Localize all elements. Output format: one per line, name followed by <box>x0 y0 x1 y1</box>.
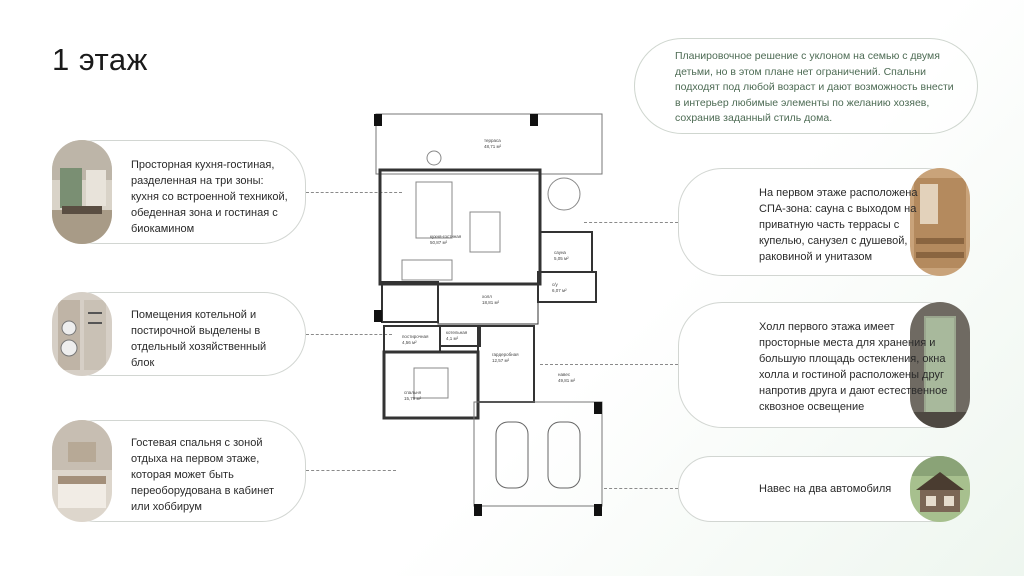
room-area-kitchen: 50,87 м² <box>430 240 448 245</box>
card-hall: Холл первого этажа имеет просторные мест… <box>678 302 970 428</box>
leader-spa <box>584 222 678 223</box>
hall-photo <box>910 302 970 428</box>
room-label-hall: холл <box>482 294 492 299</box>
room-label-sauna: сауна <box>554 250 566 255</box>
house-carport-photo <box>910 456 970 522</box>
leader-bedroom <box>306 470 396 471</box>
room-area-bedroom: 15,79 м² <box>404 396 422 401</box>
room-area-carport: 49,81 м² <box>558 378 576 383</box>
leader-hall <box>540 364 678 365</box>
room-area-laundry: 4,56 м² <box>402 340 417 345</box>
hall-text: Холл первого этажа имеет просторные мест… <box>759 321 948 413</box>
room-area-sauna: 5,05 м² <box>554 256 569 261</box>
page-title: 1 этаж <box>52 42 148 77</box>
leader-carport <box>604 488 678 489</box>
room-area-terrace: 48,71 м² <box>484 144 502 149</box>
intro-text: Планировочное решение с уклоном на семью… <box>634 38 978 134</box>
room-area-wc: 6,07 м² <box>552 288 567 293</box>
guest-bedroom-photo <box>52 420 112 522</box>
card-carport: Навес на два автомобиля <box>678 456 970 522</box>
card-guest-bedroom: Гостевая спальня с зоной отдыха на перво… <box>52 420 306 522</box>
room-label-carport: навес <box>558 372 571 377</box>
sauna-photo <box>910 168 970 276</box>
card-spa: На первом этаже расположена СПА-зона: са… <box>678 168 970 276</box>
spa-text: На первом этаже расположена СПА-зона: са… <box>759 187 918 263</box>
laundry-photo <box>52 292 112 376</box>
room-label-terrace: терраса <box>484 138 501 143</box>
laundry-text: Помещения котельной и постирочной выделе… <box>131 309 267 369</box>
leader-laundry <box>306 334 392 335</box>
room-area-hall: 18,81 м² <box>482 300 500 305</box>
room-area-wardrobe: 12,57 м² <box>492 358 510 363</box>
room-label-bedroom: спальня <box>404 390 422 395</box>
room-label-laundry: постирочная <box>402 334 429 339</box>
room-label-kitchen: кухня-гостиная <box>430 234 462 239</box>
kitchen-living-text: Просторная кухня-гостиная, разделенная н… <box>131 159 288 235</box>
card-kitchen-living: Просторная кухня-гостиная, разделенная н… <box>52 140 306 244</box>
room-label-wc: с/у <box>552 282 559 287</box>
card-laundry: Помещения котельной и постирочной выделе… <box>52 292 306 376</box>
carport-text: Навес на два автомобиля <box>759 483 892 495</box>
leader-kitchen <box>306 192 402 193</box>
floor-plan: терраса 48,71 м² кухня-гостиная 50,87 м²… <box>374 112 604 522</box>
room-area-boiler: 4,1 м² <box>446 336 459 341</box>
guest-bedroom-text: Гостевая спальня с зоной отдыха на перво… <box>131 437 274 513</box>
room-label-boiler: котельная <box>446 330 468 335</box>
kitchen-living-photo <box>52 140 112 244</box>
room-label-wardrobe: гардеробная <box>492 352 519 357</box>
